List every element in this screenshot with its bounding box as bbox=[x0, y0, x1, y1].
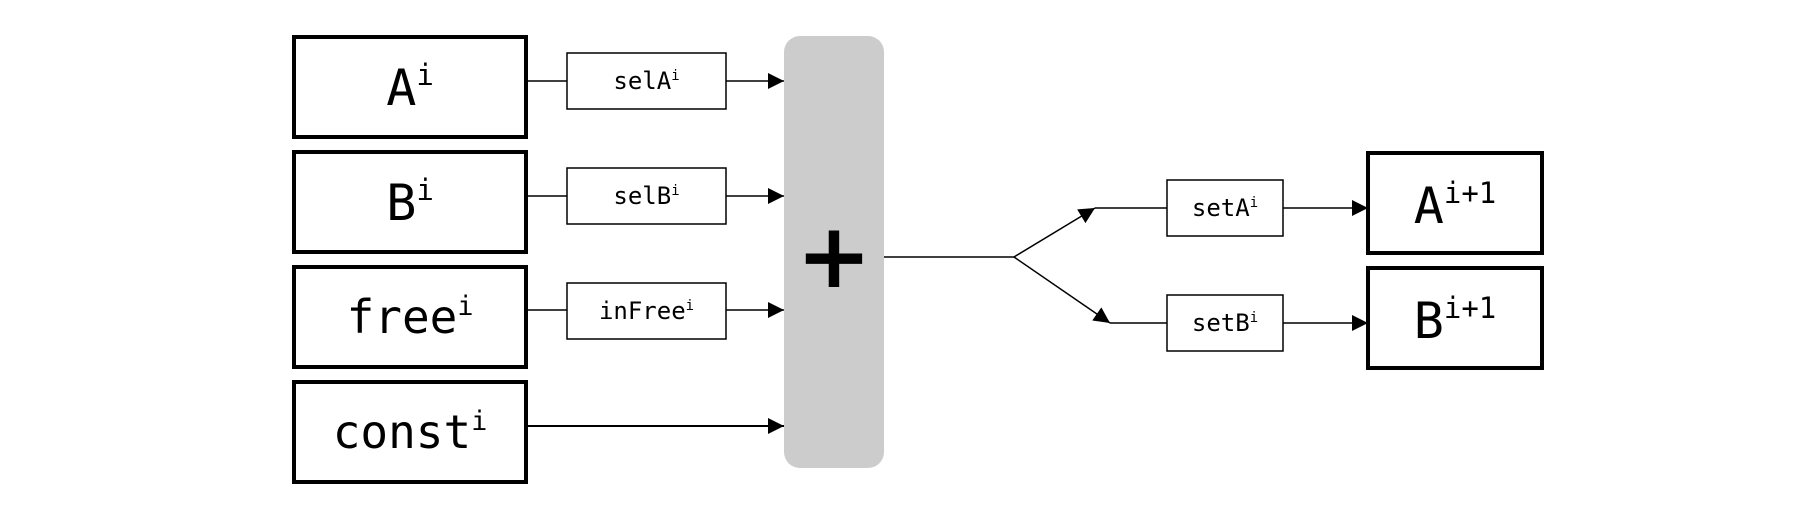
input-register-free: freei bbox=[292, 265, 528, 369]
gate-selb-label: selBi bbox=[613, 182, 679, 210]
gate-infree: inFreei bbox=[566, 282, 727, 340]
gate-sela: selAi bbox=[566, 52, 727, 110]
output-register-b-label: Bi+1 bbox=[1414, 291, 1497, 350]
adder-block: + bbox=[784, 36, 884, 468]
input-register-const-label: consti bbox=[333, 405, 488, 459]
gate-seta-label: setAi bbox=[1192, 194, 1258, 222]
output-register-b: Bi+1 bbox=[1366, 266, 1544, 370]
arrow-split-to-setb bbox=[1013, 256, 1111, 324]
input-register-b: Bi bbox=[292, 150, 528, 254]
gate-sela-label: selAi bbox=[613, 67, 679, 95]
input-register-b-label: Bi bbox=[386, 173, 434, 232]
output-register-a-label: Ai+1 bbox=[1414, 176, 1497, 235]
output-register-a: Ai+1 bbox=[1366, 151, 1544, 255]
input-register-a: Ai bbox=[292, 35, 528, 139]
input-register-a-label: Ai bbox=[386, 58, 434, 117]
gate-selb: selBi bbox=[566, 167, 727, 225]
input-register-free-label: freei bbox=[347, 290, 474, 344]
arrow-split-to-seta bbox=[1013, 207, 1096, 258]
input-register-const: consti bbox=[292, 380, 528, 484]
adder-plus-symbol: + bbox=[796, 204, 871, 309]
gate-seta: setAi bbox=[1166, 179, 1284, 237]
gate-setb: setBi bbox=[1166, 294, 1284, 352]
gate-infree-label: inFreei bbox=[599, 297, 694, 325]
gate-setb-label: setBi bbox=[1192, 309, 1258, 337]
